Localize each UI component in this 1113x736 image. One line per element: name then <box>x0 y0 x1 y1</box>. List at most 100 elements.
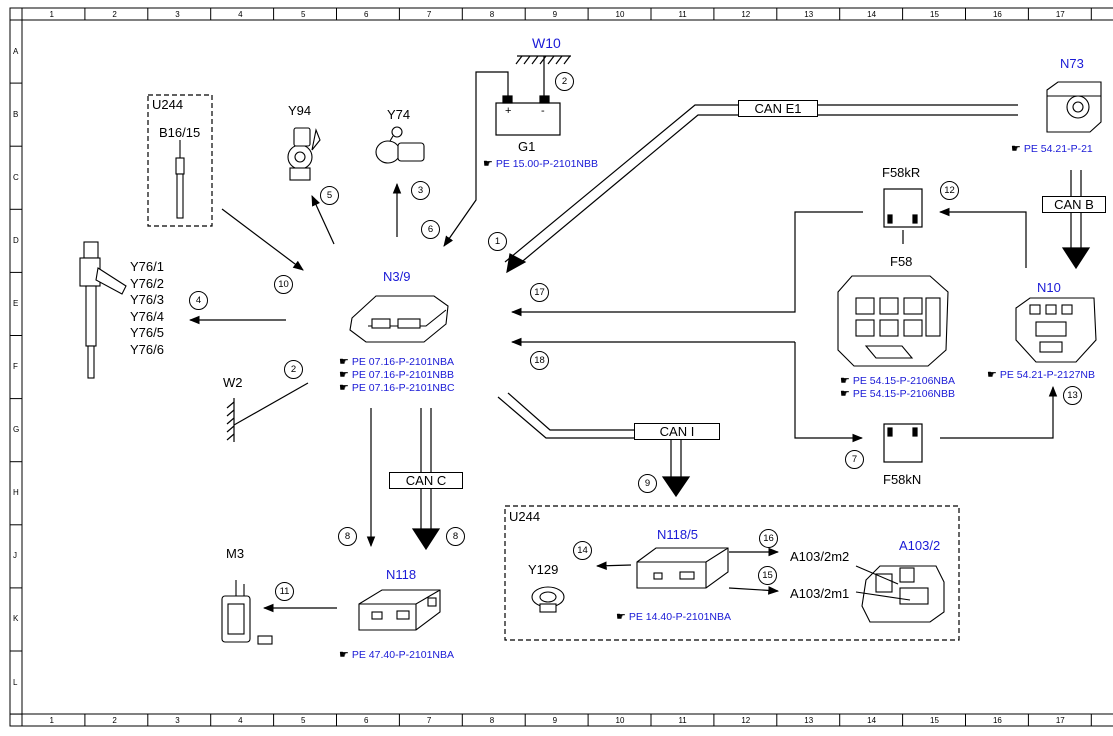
ref-text-n118: PE 47.40-P-2101NBA <box>351 649 455 661</box>
ref-link-n73[interactable]: ☛PE 54.21-P-21 <box>1011 144 1093 155</box>
grid-column-label-top: 3 <box>175 10 180 19</box>
ground-w2-symbol <box>226 398 235 442</box>
connection-number-1: 1 <box>488 232 507 251</box>
signal-lines <box>188 182 1058 613</box>
connection-number-10: 10 <box>274 275 293 294</box>
grid-column-label-bottom: 1 <box>49 716 54 725</box>
grid-column-label-top: 10 <box>615 10 625 19</box>
connection-number-8-right: 8 <box>446 527 465 546</box>
ref-link-n118-5[interactable]: ☛PE 14.40-P-2101NBA <box>616 612 731 623</box>
grid-column-label-bottom: 10 <box>615 716 625 725</box>
grid-column-label-bottom: 11 <box>678 716 687 725</box>
bus-label-can-i: CAN I <box>634 423 720 440</box>
pointing-hand-icon: ☛ <box>339 356 349 368</box>
valve-y94-drawing <box>287 127 321 181</box>
grid-row-label: A <box>13 46 19 56</box>
ref-text-n3-9-c: PE 07.16-P-2101NBC <box>351 382 455 394</box>
label-a103-2: A103/2 <box>899 538 941 553</box>
pointing-hand-icon: ☛ <box>616 611 626 623</box>
grid-column-label-top: 4 <box>238 10 243 19</box>
grid-column-label-bottom: 14 <box>867 716 877 725</box>
grid-column-label-bottom: 12 <box>741 716 751 725</box>
connection-number-11: 11 <box>275 582 294 601</box>
ground-w10-symbol <box>515 55 571 65</box>
connection-number-14: 14 <box>573 541 592 560</box>
label-y76-list: Y76/1 Y76/2 Y76/3 Y76/4 Y76/5 Y76/6 <box>130 259 164 358</box>
connection-number-12: 12 <box>940 181 959 200</box>
connection-number-2-bottom: 2 <box>284 360 303 379</box>
label-w2: W2 <box>223 375 243 390</box>
ref-text-f58-b: PE 54.15-P-2106NBB <box>852 388 956 400</box>
connection-number-8-left: 8 <box>338 527 357 546</box>
ref-link-n3-9-c[interactable]: ☛PE 07.16-P-2101NBC <box>339 383 455 394</box>
label-m3: M3 <box>226 546 245 561</box>
grid-column-label-bottom: 8 <box>489 716 495 725</box>
grid-row-label: H <box>13 488 19 498</box>
ref-text-n73: PE 54.21-P-21 <box>1023 143 1093 155</box>
grid-column-label-top: 5 <box>301 10 306 19</box>
pointing-hand-icon: ☛ <box>840 375 850 387</box>
grid-column-label-top: 16 <box>992 10 1002 19</box>
grid-column-label-top: 14 <box>867 10 877 19</box>
grid-column-label-top: 6 <box>363 10 369 19</box>
module-n10-drawing <box>1015 297 1097 363</box>
label-g1: G1 <box>518 139 536 154</box>
grid-column-label-bottom: 17 <box>1055 716 1065 725</box>
grid-column-label-bottom: 15 <box>930 716 939 725</box>
ref-link-n3-9-a[interactable]: ☛PE 07.16-P-2101NBA <box>339 357 454 368</box>
ref-text-n10: PE 54.21-P-2127NB <box>999 369 1096 381</box>
grid-column-label-top: 8 <box>489 10 495 19</box>
grid-column-label-bottom: 6 <box>363 716 369 725</box>
ref-text-n3-9-b: PE 07.16-P-2101NBB <box>351 369 455 381</box>
grid-column-label-bottom: 2 <box>112 716 117 725</box>
sensor-b16-15-drawing <box>175 140 185 219</box>
bus-label-can-c: CAN C <box>389 472 463 489</box>
ref-link-g1[interactable]: ☛PE 15.00-P-2101NBB <box>483 159 598 170</box>
label-y94: Y94 <box>288 103 312 118</box>
label-n10: N10 <box>1037 280 1061 295</box>
connection-number-6: 6 <box>421 220 440 239</box>
ref-link-f58-a[interactable]: ☛PE 54.15-P-2106NBA <box>840 376 955 387</box>
grid-row-label: L <box>13 677 18 687</box>
grid-row-label: J <box>13 551 17 561</box>
ref-link-n10[interactable]: ☛PE 54.21-P-2127NB <box>987 370 1095 381</box>
grid-row-label: C <box>13 172 19 182</box>
ref-text-n118-5: PE 14.40-P-2101NBA <box>628 611 732 623</box>
label-a103-2m1: A103/2m1 <box>790 586 850 601</box>
module-n118-drawing <box>358 589 441 631</box>
grid-column-label-top: 12 <box>741 10 751 19</box>
label-y76-6: Y76/6 <box>130 341 164 357</box>
pointing-hand-icon: ☛ <box>987 369 997 381</box>
grid-column-label-bottom: 5 <box>301 716 306 725</box>
can-c-bus-line <box>411 408 441 551</box>
ref-text-g1: PE 15.00-P-2101NBB <box>495 158 599 170</box>
label-y76-2: Y76/2 <box>130 275 164 291</box>
label-b16-15: B16/15 <box>159 125 201 140</box>
label-f58kr: F58kR <box>882 165 921 180</box>
grid-column-label-top: 2 <box>112 10 117 19</box>
grid-column-label-bottom: 13 <box>804 716 814 725</box>
pointing-hand-icon: ☛ <box>339 649 349 661</box>
ref-link-n118[interactable]: ☛PE 47.40-P-2101NBA <box>339 650 454 661</box>
connection-number-2-top: 2 <box>555 72 574 91</box>
ref-link-n3-9-b[interactable]: ☛PE 07.16-P-2101NBB <box>339 370 454 381</box>
grid-row-label: F <box>13 362 18 372</box>
grid-row-label: D <box>13 235 19 245</box>
drawing-frame <box>9 7 1113 727</box>
connection-number-15: 15 <box>758 566 777 585</box>
connection-number-3: 3 <box>411 181 430 200</box>
grid-column-label-bottom: 16 <box>992 716 1002 725</box>
grid-ticks <box>10 8 1092 726</box>
connection-number-4: 4 <box>189 291 208 310</box>
connection-number-7: 7 <box>845 450 864 469</box>
label-a103-2m2: A103/2m2 <box>790 549 850 564</box>
pointing-hand-icon: ☛ <box>483 158 493 170</box>
module-n118-5-drawing <box>636 547 729 589</box>
grid-column-label-top: 1 <box>49 10 54 19</box>
pointing-hand-icon: ☛ <box>1011 143 1021 155</box>
pointing-hand-icon: ☛ <box>339 369 349 381</box>
connection-number-16: 16 <box>759 529 778 548</box>
grid-column-label-bottom: 3 <box>175 716 180 725</box>
ref-link-f58-b[interactable]: ☛PE 54.15-P-2106NBB <box>840 389 955 400</box>
label-n73: N73 <box>1060 56 1084 71</box>
